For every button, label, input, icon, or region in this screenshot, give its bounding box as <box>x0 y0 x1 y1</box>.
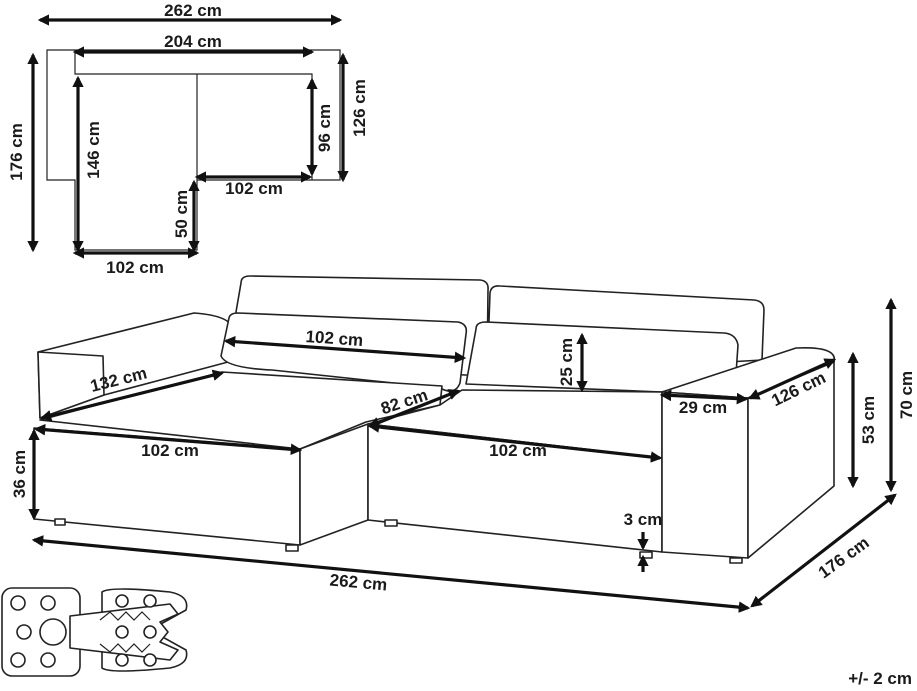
plan-total-width-label: 262 cm <box>164 1 222 20</box>
back-cushion-width-arrow <box>223 335 467 364</box>
connector-bracket-icon <box>1 587 188 677</box>
arm-height-label: 53 cm <box>859 396 878 444</box>
plan-depth-back-label: 126 cm <box>350 79 369 137</box>
foot-3 <box>384 519 398 527</box>
seat-depth-arrow <box>367 389 461 428</box>
sofa-drawing: 132 cm 102 cm 25 cm 82 cm 102 cm 102 cm … <box>10 275 916 613</box>
chaise-length-arrow <box>39 369 225 422</box>
foot-1 <box>54 518 66 526</box>
foot-2 <box>285 544 299 552</box>
back-cushion-height-label: 25 cm <box>557 338 576 386</box>
leg-height-label: 3 cm <box>624 510 663 529</box>
back-cushion-right <box>465 321 739 393</box>
seat-height-label: 36 cm <box>10 450 29 498</box>
foot-5 <box>729 557 743 564</box>
armrest-length-arrow <box>747 358 837 400</box>
plan-depth-total-label: 176 cm <box>7 123 26 181</box>
armrest-width-arrow <box>659 389 749 405</box>
plan-inner-outline <box>74 50 313 180</box>
total-length-arrow <box>31 535 751 613</box>
total-depth-arrow <box>750 493 897 608</box>
total-height-label: 70 cm <box>897 371 916 419</box>
right-seat-width-label: 102 cm <box>489 441 547 460</box>
left-seat-width-arrow <box>33 423 303 456</box>
left-seat-width-label: 102 cm <box>141 441 199 460</box>
plan-inner-width-label: 204 cm <box>164 32 222 51</box>
tolerance-note: +/- 2 cm <box>848 669 912 688</box>
plan-chaise-width-label: 102 cm <box>106 258 164 277</box>
total-depth-label: 176 cm <box>815 533 873 582</box>
plan-depth-seat-label: 96 cm <box>315 104 334 152</box>
plan-view: 262 cm 204 cm 176 cm 146 cm 126 cm 96 cm… <box>7 1 369 277</box>
plan-chaise-step-label: 50 cm <box>172 190 191 238</box>
right-seat-width-arrow <box>367 421 663 463</box>
plan-depth-chaise-label: 146 cm <box>84 121 103 179</box>
plan-seat-width-label: 102 cm <box>225 179 283 198</box>
total-length-label: 262 cm <box>329 571 388 595</box>
armrest-width-label: 29 cm <box>679 398 727 417</box>
back-cushion-width-label: 102 cm <box>305 327 364 350</box>
